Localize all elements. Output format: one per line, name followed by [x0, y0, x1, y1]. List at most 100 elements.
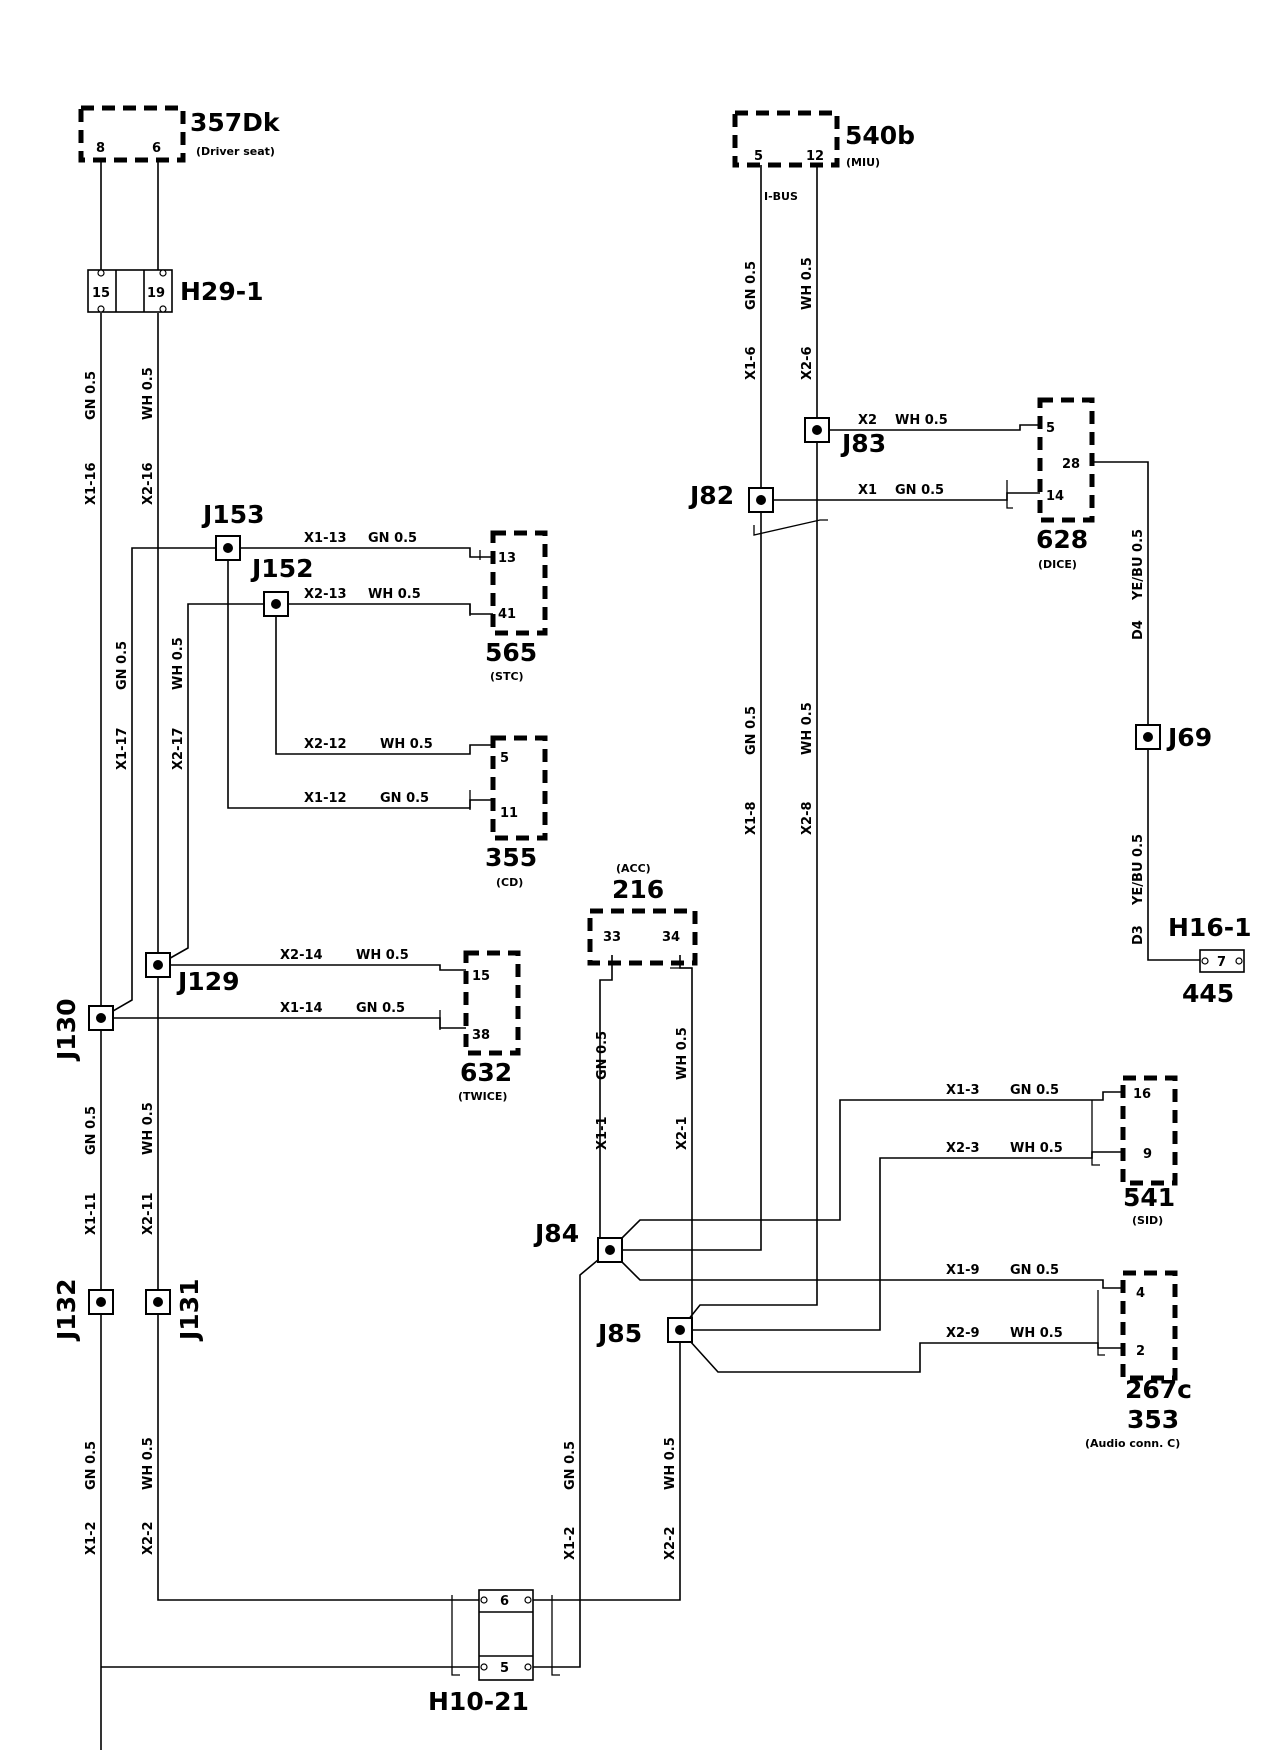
wire-label-v-x1-8: X1-8 [744, 801, 759, 835]
wire-label-x1-12-color: GN 0.5 [380, 791, 429, 806]
wire-bracket-541 [1091, 1100, 1100, 1166]
component-355-id: 355 [485, 843, 537, 872]
wire-label-v-x1-6: X1-6 [744, 346, 759, 380]
component-216-pin-34: 34 [662, 930, 680, 945]
wire-label-v-x2-17-color: WH 0.5 [171, 637, 186, 690]
wire-label-v-x2-16: X2-16 [141, 462, 156, 505]
connector-h16-pin-right [1235, 957, 1243, 965]
connector-h16-id: H16-1 [1168, 913, 1251, 942]
wire-label-x2-3-color: WH 0.5 [1010, 1141, 1063, 1156]
component-216: (ACC) 216 33 34 [587, 862, 698, 966]
wire-label-v-x2-8: X2-8 [800, 801, 815, 835]
component-565-id: 565 [485, 638, 537, 667]
connector-h16-pin-7: 7 [1217, 955, 1226, 970]
component-355-pin-11: 11 [500, 806, 518, 821]
wire-label-x1-12: X1-12 [304, 791, 347, 806]
connector-h10-pin-5: 5 [500, 1661, 509, 1676]
wire-label-v-d3: D3 [1131, 925, 1146, 945]
connector-h29-id: H29-1 [180, 277, 263, 306]
wire-label-v-x2-2b: X2-2 [663, 1526, 678, 1560]
wire-label-x2-9-color: WH 0.5 [1010, 1326, 1063, 1341]
wire-label-v-x1-2b-color: GN 0.5 [563, 1441, 578, 1490]
junction-j84-dot [605, 1245, 615, 1255]
component-355-box [490, 735, 548, 841]
wire-label-v-x1-17: X1-17 [115, 727, 130, 770]
component-357: 8 6 357Dk (Driver seat) [78, 105, 281, 163]
wire-label-v-x1-1: X1-1 [595, 1116, 610, 1150]
wires [100, 160, 1200, 1750]
connector-h16-pin-left [1201, 957, 1209, 965]
junctions: J153 J152 J129 J130 J132 J131 J82 J83 J6… [52, 417, 1212, 1348]
component-632-pin-38: 38 [472, 1028, 490, 1043]
connector-h10-pin-6-right [524, 1596, 532, 1604]
junction-j129-dot [153, 960, 163, 970]
connector-h10-pin-5-right [524, 1663, 532, 1671]
wire-j84-to-267c [609, 1249, 1123, 1289]
wire-label-v-x1-6-color: GN 0.5 [744, 261, 759, 310]
component-357-desc: (Driver seat) [196, 145, 275, 158]
component-216-box [587, 908, 698, 966]
wire-label-x1-14-color: GN 0.5 [356, 1001, 405, 1016]
component-565-desc: (STC) [490, 670, 524, 683]
junction-j82-dot [756, 495, 766, 505]
component-632: 15 38 632 (TWICE) [458, 950, 521, 1103]
wire-j153-to-355 [227, 548, 493, 809]
junction-j85-dot [675, 1325, 685, 1335]
component-541: 16 9 541 (SID) [1120, 1075, 1178, 1227]
component-565-box [490, 530, 548, 636]
wire-216-to-j84 [599, 955, 613, 1251]
component-540-pin-12: 12 [806, 149, 824, 164]
component-628-box [1037, 397, 1095, 523]
wire-label-v-x1-11-color: GN 0.5 [84, 1106, 99, 1155]
wire-label-v-x2-1: X2-1 [675, 1116, 690, 1150]
junction-j131-label: J131 [175, 1279, 204, 1343]
wire-label-v-x2-2: X2-2 [141, 1521, 156, 1555]
wire-j152-to-355 [275, 604, 493, 755]
component-541-desc: (SID) [1132, 1214, 1163, 1227]
wire-bracket-h10-right [551, 1595, 560, 1676]
component-628-pin-28: 28 [1062, 457, 1080, 472]
connector-h10-body [478, 1589, 534, 1681]
wire-label-v-x2-16-color: WH 0.5 [141, 367, 156, 420]
component-540-box [732, 110, 840, 168]
wire-label-v-x1-2b: X1-2 [563, 1526, 578, 1560]
component-216-pin-33: 33 [603, 930, 621, 945]
component-541-pin-9: 9 [1143, 1147, 1152, 1162]
component-632-id: 632 [460, 1058, 512, 1087]
wire-label-x1-3: X1-3 [946, 1083, 980, 1098]
connector-h16-body [1199, 949, 1245, 973]
wire-label-x1-9: X1-9 [946, 1263, 980, 1278]
wire-label-v-x1-2: X1-2 [84, 1521, 99, 1555]
wire-label-v-x2-2b-color: WH 0.5 [663, 1437, 678, 1490]
wire-label-v-x2-2-color: WH 0.5 [141, 1437, 156, 1490]
component-541-id: 541 [1123, 1183, 1175, 1212]
component-267c: 4 2 267c 353 (Audio conn. C) [1085, 1270, 1192, 1450]
component-565: 13 41 565 (STC) [485, 530, 548, 683]
junction-j152-dot [271, 599, 281, 609]
wire-label-x1-3-color: GN 0.5 [1010, 1083, 1059, 1098]
junction-j69-label: J69 [1166, 723, 1212, 752]
wire-bracket-267c [1097, 1290, 1105, 1356]
wire-label-x2-13: X2-13 [304, 587, 347, 602]
wire-bracket-h10-left [451, 1595, 460, 1676]
wire-label-x2-13-color: WH 0.5 [368, 587, 421, 602]
component-632-desc: (TWICE) [458, 1090, 507, 1103]
component-355-desc: (CD) [496, 876, 523, 889]
component-357-pin-6: 6 [152, 141, 161, 156]
connector-h16-sub: 445 [1182, 979, 1234, 1008]
wire-j84-to-h10 [533, 1249, 611, 1668]
component-541-pin-16: 16 [1133, 1087, 1151, 1102]
component-540-desc: (MIU) [846, 156, 880, 169]
wire-bracket-628 [1006, 480, 1013, 509]
wire-label-v-d4-color: YE/BU 0.5 [1131, 529, 1146, 601]
junction-j132-dot [96, 1297, 106, 1307]
component-565-pin-41: 41 [498, 607, 516, 622]
wire-label-v-x2-1-color: WH 0.5 [675, 1027, 690, 1080]
junction-j129-label: J129 [176, 967, 240, 996]
wire-label-v-x2-6: X2-6 [800, 346, 815, 380]
wire-label-v-d4: D4 [1131, 620, 1146, 640]
connector-h16: 7 H16-1 445 [1168, 913, 1251, 1008]
connector-h29: 15 19 H29-1 [87, 269, 263, 313]
